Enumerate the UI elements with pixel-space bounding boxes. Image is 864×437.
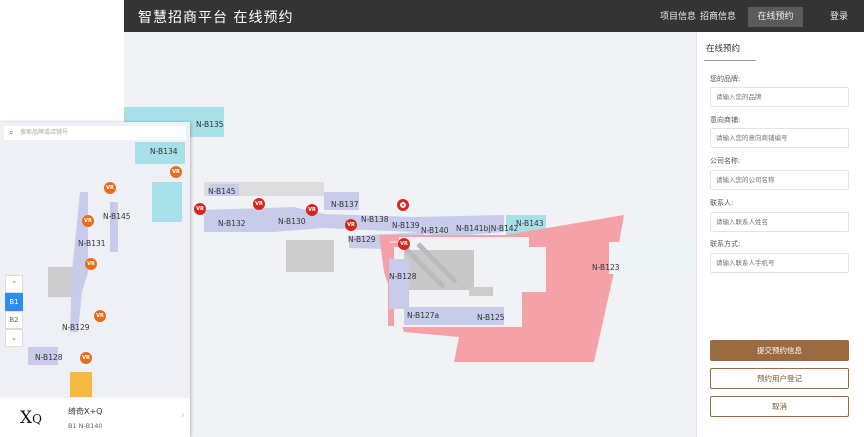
shop-location: B1 N-B140	[68, 422, 103, 430]
floor-down-button[interactable]: ⌄	[5, 329, 23, 347]
vr-icon[interactable]: VR	[82, 215, 94, 227]
search-input[interactable]: ⌕搜索品牌或店铺号	[4, 126, 186, 140]
corridor-units-shape	[204, 207, 414, 232]
contact-label: 联系人:	[710, 199, 734, 207]
company-label: 公司名称:	[710, 157, 741, 165]
floor-b2-button[interactable]: B2	[5, 311, 23, 329]
unit-label[interactable]: N-B128	[389, 272, 417, 281]
page-title: 智慧招商平台 在线预约	[138, 10, 294, 26]
unit-label-selected[interactable]: N-B139	[392, 221, 420, 230]
unit-label[interactable]: N-B143	[516, 219, 544, 228]
vr-icon[interactable]: VR	[345, 219, 357, 231]
floor-up-button[interactable]: ⌃	[5, 275, 23, 293]
vr-icon[interactable]: VR	[194, 203, 206, 215]
vr-icon[interactable]: VR	[253, 198, 265, 210]
vr-icon[interactable]: VR	[80, 352, 92, 364]
unit-label[interactable]: N-B129	[348, 235, 376, 244]
phone-input[interactable]	[710, 253, 849, 273]
unit-label[interactable]: N-B131	[78, 239, 106, 248]
unit-label[interactable]: N-B132	[218, 219, 246, 228]
shop-input[interactable]	[710, 128, 849, 148]
unit-b128-shape	[389, 259, 409, 309]
contact-input[interactable]	[710, 212, 849, 232]
top-header: 智慧招商平台 在线预约 项目信息 招商信息 在线预约 登录	[124, 0, 864, 32]
map-shapes	[124, 107, 696, 362]
vr-icon[interactable]: VR	[170, 166, 182, 178]
floor-b1-button[interactable]: B1	[5, 293, 23, 311]
unit-label[interactable]: N-B135	[196, 120, 224, 129]
unit-label[interactable]: N-B125	[477, 313, 505, 322]
shop-card[interactable]: XQ 绮奇X+Q B1 N-B140 ›	[0, 398, 190, 437]
phone-label: 联系方式:	[710, 240, 741, 248]
unit-label[interactable]: N-B129	[62, 323, 90, 332]
brand-input[interactable]	[710, 87, 849, 107]
panel-title: 在线预约	[706, 44, 741, 54]
unit-label[interactable]: N-B123	[592, 263, 620, 272]
unit-label[interactable]: N-B145	[208, 187, 236, 196]
company-input[interactable]	[710, 170, 849, 190]
nav-project-info[interactable]: 项目信息	[659, 12, 696, 22]
vr-icon[interactable]: VR	[398, 238, 410, 250]
shop-label: 意向商铺:	[710, 116, 741, 124]
unit-label[interactable]: N-B140	[421, 226, 449, 235]
register-button[interactable]: 预约用户登记	[710, 368, 849, 389]
brand-logo: XQ	[20, 408, 42, 428]
unit-label[interactable]: N-B137	[331, 200, 359, 209]
vr-icon[interactable]: VR	[104, 182, 116, 194]
brand-label: 您的品牌:	[710, 75, 741, 83]
search-icon: ⌕	[9, 128, 14, 137]
unit-label[interactable]: N-B130	[278, 217, 306, 226]
chevron-right-icon[interactable]: ›	[181, 411, 185, 421]
booking-form-panel: 在线预约 您的品牌: 意向商铺: 公司名称: 联系人: 联系方式: 提交预约信息…	[696, 32, 864, 437]
mini-map-shapes	[28, 142, 185, 397]
location-pin-icon[interactable]	[397, 199, 409, 211]
submit-button[interactable]: 提交预约信息	[710, 340, 849, 361]
unit-b145-shape	[209, 184, 239, 196]
nav-login[interactable]: 登录	[829, 12, 848, 22]
unit-label[interactable]: N-B134	[150, 147, 178, 156]
vr-icon[interactable]: VR	[85, 258, 97, 270]
unit-label[interactable]: N-B127a	[407, 311, 440, 320]
unit-label[interactable]: N-B138	[361, 215, 389, 224]
unit-label[interactable]: N-B128	[35, 353, 63, 362]
title-underline	[704, 60, 756, 61]
vr-icon[interactable]: VR	[94, 310, 106, 322]
mini-map-panel[interactable]: ⌕搜索品牌或店铺号 N-B134 N-B145 N-B131 N-B129 N-…	[0, 122, 190, 437]
shop-name: 绮奇X+Q	[68, 407, 103, 416]
nav-leasing-info[interactable]: 招商信息	[699, 12, 736, 22]
unit-b127a-shape	[404, 307, 504, 325]
floor-map[interactable]: N-B135 N-B145 N-B132 N-B130 N-B137 N-B13…	[124, 32, 696, 437]
unit-label[interactable]: N-B145	[103, 212, 131, 221]
unit-label[interactable]: N-B141b|N-B142	[456, 224, 519, 233]
vr-icon[interactable]: VR	[306, 204, 318, 216]
nav-online-booking[interactable]: 在线预约	[748, 7, 803, 27]
cancel-button[interactable]: 取消	[710, 396, 849, 417]
